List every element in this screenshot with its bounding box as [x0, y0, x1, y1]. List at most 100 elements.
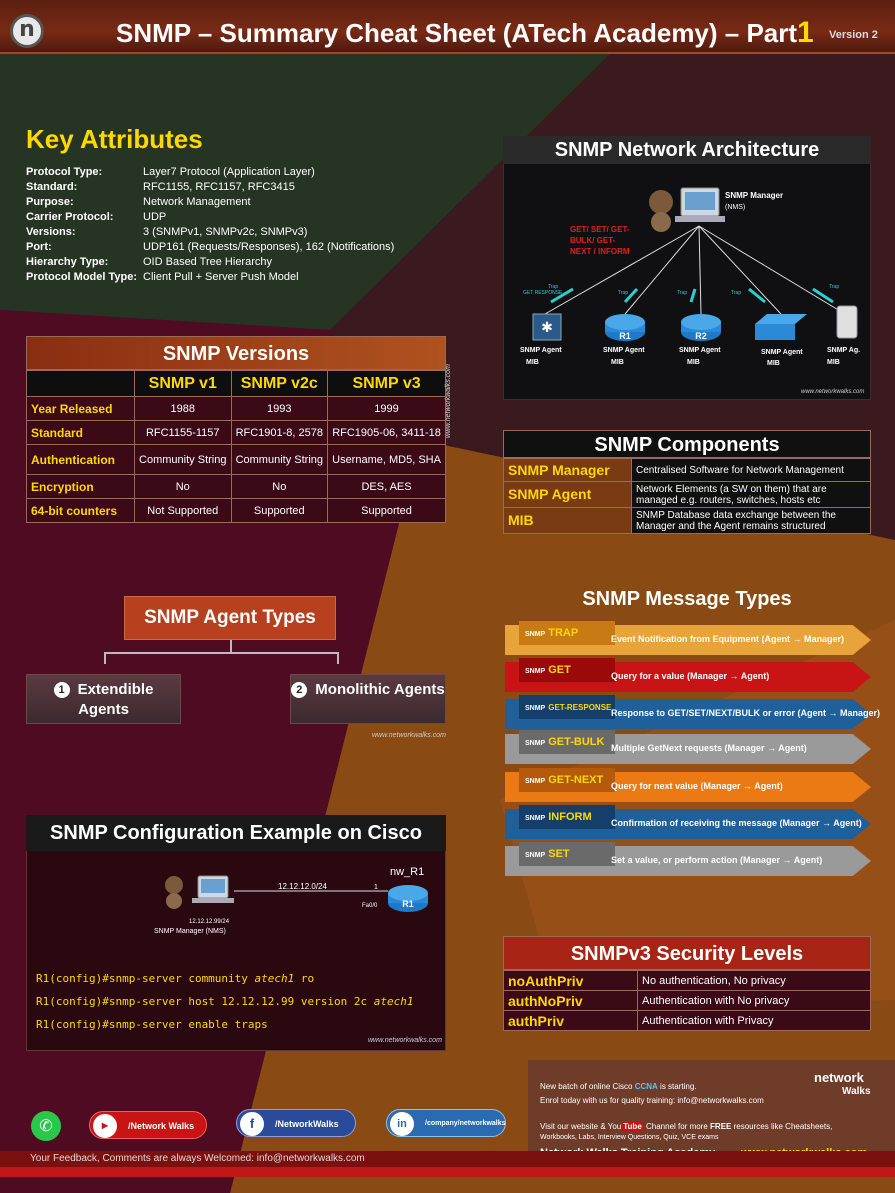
connector [337, 652, 339, 664]
security-levels-table: noAuthPriv No authentication, No privacy… [503, 970, 871, 1031]
linkedin-link[interactable]: in/company/networkwalks [386, 1109, 506, 1137]
security-levels-title: SNMPv3 Security Levels [503, 936, 871, 970]
snmp-versions-table: SNMP v1 SNMP v2c SNMP v3 Year Released 1… [26, 370, 446, 523]
whatsapp-icon[interactable]: ✆ [31, 1111, 61, 1141]
svg-text:12.12.12.0/24: 12.12.12.0/24 [278, 882, 327, 891]
svg-text:MIB: MIB [687, 359, 700, 366]
key-attribute-row: Port:UDP161 (Requests/Responses), 162 (N… [26, 241, 395, 253]
table-row: Standard RFC1155-1157 RFC1901-8, 2578 RF… [26, 420, 446, 445]
snmp-components-title: SNMP Components [503, 430, 871, 458]
number-badge: 2 [291, 682, 308, 698]
table-row: authPriv Authentication with Privacy [503, 1010, 871, 1031]
config-section [26, 815, 446, 1051]
svg-text:MIB: MIB [827, 359, 840, 366]
message-type-description: Query for a value (Manager → Agent) [611, 671, 770, 681]
router-r2-label: R2 [695, 331, 707, 341]
svg-text:MIB: MIB [767, 360, 780, 367]
footer-bar [0, 1151, 895, 1167]
snmp-versions-section: SNMP Versions SNMP v1 SNMP v2c SNMP v3 Y… [26, 336, 446, 523]
svg-text:R1: R1 [402, 899, 414, 909]
message-type-description: Multiple GetNext requests (Manager → Age… [611, 743, 807, 753]
table-row: 64-bit counters Not Supported Supported … [26, 498, 446, 523]
trap-label: Trap [548, 284, 558, 290]
snmp-versions-title: SNMP Versions [26, 336, 446, 370]
svg-text:Trap: Trap [618, 290, 628, 296]
youtube-icon: ▶ [93, 1114, 117, 1138]
promo-line: Enrol today with us for quality training… [540, 1096, 764, 1105]
youtube-link[interactable]: ▶/Network Walks [89, 1111, 207, 1139]
table-row: SNMP Agent Network Elements (a SW on the… [503, 481, 871, 508]
message-type-description: Response to GET/SET/NEXT/BULK or error (… [611, 708, 881, 718]
message-type-description: Event Notification from Equipment (Agent… [611, 634, 845, 644]
number-badge: 1 [53, 682, 70, 698]
table-row: authNoPriv Authentication with No privac… [503, 990, 871, 1011]
svg-text:MIB: MIB [526, 359, 539, 366]
facebook-link[interactable]: f/NetworkWalks [236, 1109, 356, 1137]
key-attributes-title: Key Attributes [26, 124, 203, 154]
config-command-line: R1(config)#snmp-server host 12.12.12.99 … [36, 995, 414, 1008]
security-levels-section: SNMPv3 Security Levels noAuthPriv No aut… [503, 936, 871, 1031]
svg-text:SNMP Agent: SNMP Agent [761, 349, 803, 356]
key-attribute-row: Carrier Protocol:UDP [26, 211, 167, 223]
message-types-title: SNMP Message Types [582, 588, 792, 610]
watermark: www.networkwalks.com [372, 732, 446, 739]
architecture-section [503, 136, 871, 400]
connector [104, 652, 338, 654]
svg-text:12.12.12.99/24: 12.12.12.99/24 [189, 919, 230, 925]
svg-text:SNMP Agent: SNMP Agent [603, 347, 645, 354]
svg-text:SNMP Agent: SNMP Agent [679, 347, 721, 354]
col-header: SNMP v3 [327, 370, 446, 397]
watermark: www.networkwalks.com [368, 1037, 442, 1044]
svg-text:MIB: MIB [611, 359, 624, 366]
svg-text:GET/ SET/ GET- BULK/ GET-: GET/ SET/ GET- BULK/ GET- NEXT / INFORM [570, 225, 632, 256]
message-type-description: Confirmation of receiving the message (M… [611, 818, 862, 828]
snmp-components-section: SNMP Components SNMP Manager Centralised… [503, 430, 871, 534]
connector [104, 652, 106, 664]
key-attribute-row: Hierarchy Type:OID Based Tree Hierarchy [26, 256, 272, 268]
architecture-title: SNMP Network Architecture [503, 136, 871, 164]
svg-text:Trap: Trap [731, 290, 741, 296]
architecture-diagram: SNMP Manager (NMS) GET/ SET/ GET- BULK/ … [520, 187, 864, 395]
table-row: noAuthPriv No authentication, No privacy [503, 970, 871, 991]
svg-text:SNMP Ag.: SNMP Ag. [827, 347, 860, 354]
promo-line: New batch of online Cisco CCNA is starti… [540, 1082, 697, 1091]
config-topology-diagram: R1 nw_R1 12.12.12.0/24 1 Fa0/0 12.12.12.… [154, 866, 428, 935]
watermark: www.networkwalks.com [445, 364, 452, 438]
table-row: Authentication Community String Communit… [26, 444, 446, 475]
message-type-description: Set a value, or perform action (Manager … [611, 855, 823, 865]
header-bar [0, 0, 895, 54]
key-attribute-row: Protocol Type:Layer7 Protocol (Applicati… [26, 166, 315, 178]
table-row: MIB SNMP Database data exchange between … [503, 507, 871, 534]
svg-text:www.networkwalks.com: www.networkwalks.com [801, 389, 864, 395]
svg-text:Fa0/0: Fa0/0 [362, 903, 378, 909]
snmp-components-table: SNMP Manager Centralised Software for Ne… [503, 458, 871, 534]
key-attribute-row: Versions:3 (SNMPv1, SNMPv2c, SNMPv3) [26, 226, 308, 238]
network-walks-brand: network [814, 1070, 864, 1085]
config-title: SNMP Configuration Example on Cisco [26, 815, 446, 851]
linkedin-icon: in [390, 1112, 414, 1136]
feedback-text: Your Feedback, Comments are always Welco… [30, 1153, 365, 1164]
connector [230, 640, 232, 652]
version-label: Version 2 [829, 29, 878, 41]
agent-types-title: SNMP Agent Types [124, 596, 336, 640]
svg-text:SNMP Manager (NMS): SNMP Manager (NMS) [154, 928, 226, 935]
svg-text:1: 1 [374, 884, 378, 891]
svg-text:Trap: Trap [829, 284, 839, 290]
table-row: Year Released 1988 1993 1999 [26, 396, 446, 421]
message-type-description: Query for next value (Manager → Agent) [611, 781, 783, 791]
